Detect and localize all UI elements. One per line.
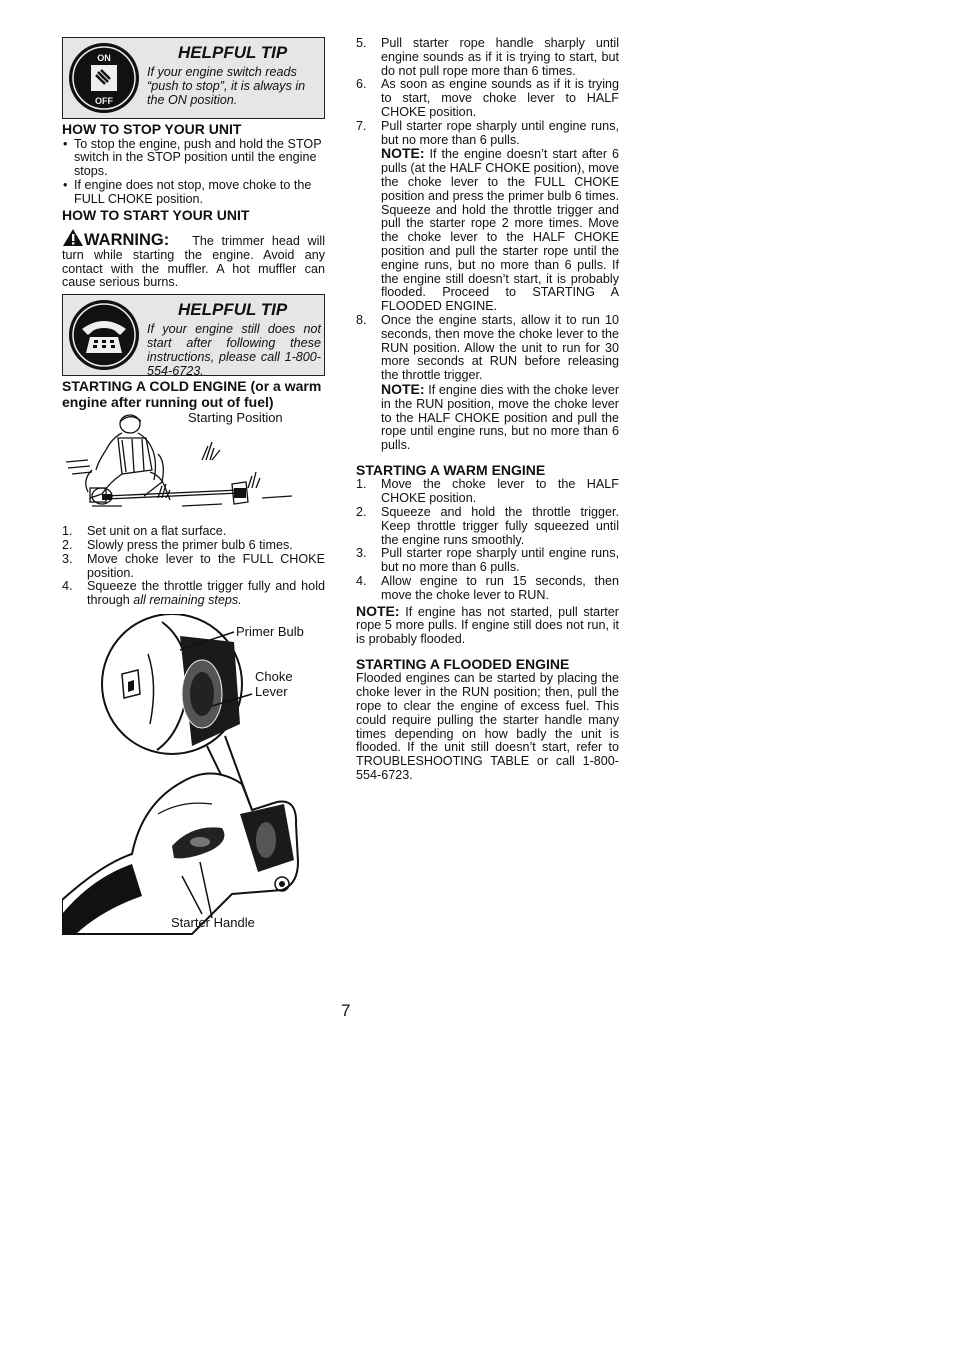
warning-text: The trimmer head will turn while startin… [62, 233, 325, 290]
list-item: 3. Move choke lever to the FULL CHOKE pos… [62, 551, 325, 581]
telephone-icon [69, 300, 139, 371]
step-number: 8. [356, 312, 367, 327]
note-text: If the engine doesn’t start after 6 pull… [381, 147, 620, 314]
flooded-engine-text: Flooded engines can be started by placin… [356, 671, 619, 783]
note-block: NOTE: If the engine doesn’t start after … [381, 145, 620, 314]
step-number: 2. [62, 537, 73, 552]
step-number: 4. [62, 579, 73, 594]
step-number: 1. [356, 477, 367, 492]
engine-controls-figure: Primer Bulb Choke Lever Starter Handle [62, 613, 325, 939]
step-text: Slowly press the primer bulb 6 times. [87, 537, 293, 552]
list-item: 8. Once the engine starts, allow it to ru… [356, 312, 620, 453]
step-text: Squeeze the throttle trigger fully and h… [87, 579, 325, 608]
start-heading: HOW TO START YOUR UNIT [62, 207, 250, 224]
step-text: Pull starter rope sharply until engine r… [381, 118, 619, 147]
note-label: NOTE: [381, 145, 425, 162]
warm-engine-heading: STARTING A WARM ENGINE [356, 461, 546, 478]
tip-title: HELPFUL TIP [178, 300, 288, 320]
step-text: Pull starter rope handle sharply until e… [381, 36, 619, 78]
warning-block: WARNING: The trimmer head will turn whil… [62, 228, 325, 290]
step-number: 5. [356, 36, 367, 50]
step-number: 6. [356, 77, 367, 92]
list-item: To stop the engine, push and hold the ST… [62, 137, 325, 179]
figure-label-choke: Choke [255, 668, 293, 684]
figure-label-primer-bulb: Primer Bulb [236, 623, 304, 639]
figure-label-starter-handle: Starter Handle [171, 914, 255, 930]
helpful-tip-box-2: HELPFUL TIP If your engine still does no… [62, 294, 325, 378]
note-text: If engine has not started, pull starter … [356, 604, 620, 647]
list-item: 3. Pull starter rope sharply until engine… [356, 547, 619, 575]
starting-position-illustration [65, 414, 293, 507]
stop-list: To stop the engine, push and hold the ST… [62, 137, 325, 207]
list-item: If engine does not stop, move choke to t… [62, 178, 325, 207]
list-item: 2. Slowly press the primer bulb 6 times. [62, 537, 325, 553]
helpful-tip-box-1: ON OFF HELPFUL TIP If your engine switch… [62, 37, 325, 119]
step-number: 7. [356, 118, 367, 133]
step-text: Pull starter rope sharply until engine r… [381, 546, 619, 575]
warm-steps-list: 1. Move the choke lever to the HALF CHOKE… [356, 478, 619, 602]
cold-steps-continued-list: 5. Pull starter rope handle sharply until… [356, 36, 620, 453]
figure-label-starting-position: Starting Position [188, 410, 283, 426]
cold-steps-list: 1. Set unit on a flat surface. 2. Slowly p… [62, 524, 325, 608]
step-number: 4. [356, 573, 367, 588]
tip-title: HELPFUL TIP [178, 43, 288, 62]
list-item: 1. Set unit on a flat surface. [62, 524, 325, 539]
list-item: 4. Squeeze the throttle trigger fully and… [62, 580, 325, 608]
list-item: 2. Squeeze and hold the throttle trigger.… [356, 505, 619, 547]
icon-on-text: ON [97, 53, 111, 63]
step-text: Allow engine to run 15 seconds, then mov… [381, 573, 619, 602]
warm-note-block: NOTE: If engine has not started, pull st… [356, 602, 620, 647]
step-text: Squeeze and hold the throttle trigger. K… [381, 505, 619, 547]
starting-position-figure: Starting Position [62, 410, 325, 525]
tip-text: If your engine still does not start afte… [147, 322, 321, 378]
flooded-engine-heading: STARTING A FLOODED ENGINE [356, 655, 570, 672]
figure-label-lever: Lever [255, 683, 288, 699]
note-text: If engine dies with the choke lever in t… [381, 382, 620, 453]
step-text: Move the choke lever to the HALF CHOKE p… [381, 477, 619, 506]
engine-controls-illustration [62, 613, 300, 935]
step-text-italic: all remaining steps. [133, 593, 242, 608]
list-item: 6. As soon as engine sounds as if it is t… [356, 78, 619, 119]
list-item: 5. Pull starter rope handle sharply until… [356, 36, 619, 78]
right-column: 5. Pull starter rope handle sharply until… [356, 36, 620, 783]
note-block: NOTE: If engine dies with the choke leve… [381, 380, 620, 453]
step-text: As soon as engine sounds as if it is try… [381, 77, 619, 119]
list-item: 4. Allow engine to run 15 seconds, then m… [356, 573, 619, 603]
note-label: NOTE: [356, 602, 400, 619]
list-item: 1. Move the choke lever to the HALF CHOKE… [356, 478, 619, 506]
icon-off-text: OFF [95, 96, 113, 106]
step-number: 3. [62, 551, 73, 566]
step-text: Once the engine starts, allow it to run … [381, 312, 619, 383]
left-column: ON OFF HELPFUL TIP If your engine switch… [62, 37, 325, 939]
warning-triangle-icon [63, 228, 83, 246]
stop-heading: HOW TO STOP YOUR UNIT [62, 121, 242, 137]
tip-text: If your engine switch reads “push to sto… [147, 65, 306, 107]
warning-label: WARNING: [84, 230, 170, 249]
on-off-switch-icon: ON OFF [69, 43, 139, 113]
step-text: Set unit on a flat surface. [87, 524, 227, 539]
step-text: Move choke lever to the FULL CHOKE posit… [87, 551, 325, 580]
list-item: 7. Pull starter rope sharply until engine… [356, 118, 620, 314]
cold-engine-heading: STARTING A COLD ENGINE (or a warm engine… [62, 378, 322, 410]
step-number: 3. [356, 546, 367, 561]
step-number: 2. [356, 505, 367, 519]
note-label: NOTE: [381, 380, 425, 397]
page-number: 7 [341, 1001, 351, 1020]
step-number: 1. [62, 524, 73, 539]
